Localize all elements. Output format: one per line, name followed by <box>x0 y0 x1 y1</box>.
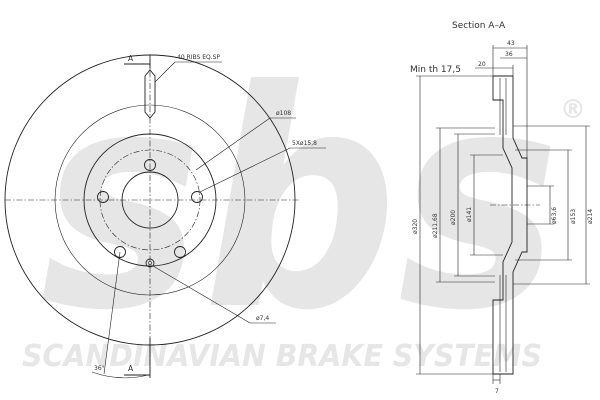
bolt-hole-1 <box>144 159 156 171</box>
ribs-leader-line <box>154 61 176 83</box>
bolt-holes-label: 5Xø15,8 <box>292 140 317 147</box>
pin-hole-label: ø7,4 <box>256 315 269 322</box>
center-bore <box>121 171 179 229</box>
pcd-label: ø108 <box>276 110 291 117</box>
dim-d141-label: ø141 <box>466 207 473 222</box>
angle-arc <box>91 371 149 379</box>
ribs-note: 40 RIBS EQ.SP <box>177 54 220 61</box>
dim-d200-label: ø200 <box>450 210 457 225</box>
dim-20-label: 20 <box>478 61 486 68</box>
bolt-hole-3 <box>174 246 186 258</box>
locating-pin-hole <box>145 258 155 268</box>
locating-pin-hole-inner <box>148 261 152 265</box>
pcd-leader-line <box>195 117 271 171</box>
section-view: Section A–A Min th 17,5 43 36 20 ø320 ø2… <box>410 21 594 395</box>
dim-7-label: 7 <box>495 388 499 395</box>
dim-43-label: 43 <box>507 40 515 47</box>
pin-hole-leader-line <box>152 265 251 324</box>
section-mark-top: A <box>128 54 134 63</box>
angle-leader <box>103 251 121 375</box>
front-view: A A 40 RIBS EQ.SP ø108 5Xø15,8 ø7,4 36° <box>4 54 326 379</box>
dim-d214-label: ø214 <box>587 209 594 224</box>
section-title: Section A–A <box>452 21 506 31</box>
bolt-holes-leader-line <box>199 147 291 193</box>
hat-outer-edge <box>83 133 217 267</box>
bolt-hole-4 <box>114 246 126 258</box>
disc-friction-inner-edge <box>54 104 246 296</box>
watermark-logo: sbs <box>40 27 560 376</box>
watermark-registered-mark: ® <box>560 95 586 125</box>
min-thickness-label: Min th 17,5 <box>410 65 461 75</box>
angle-label: 36° <box>94 365 105 372</box>
dim-d211-label: ø211,68 <box>432 213 439 238</box>
section-cut-rib <box>144 69 156 119</box>
watermark-tagline: SCANDINAVIAN BRAKE SYSTEMS <box>22 339 542 374</box>
watermark: sbs ® SCANDINAVIAN BRAKE SYSTEMS <box>22 27 586 376</box>
pitch-circle <box>99 149 201 251</box>
section-mark-bottom: A <box>128 364 134 373</box>
dim-36-label: 36 <box>505 51 513 58</box>
bolt-hole-2 <box>191 191 203 203</box>
bolt-hole-5 <box>97 191 109 203</box>
dim-d63-label: ø63,6 <box>551 207 558 224</box>
dim-d320-label: ø320 <box>412 219 419 234</box>
dim-d153-label: ø153 <box>570 209 577 224</box>
